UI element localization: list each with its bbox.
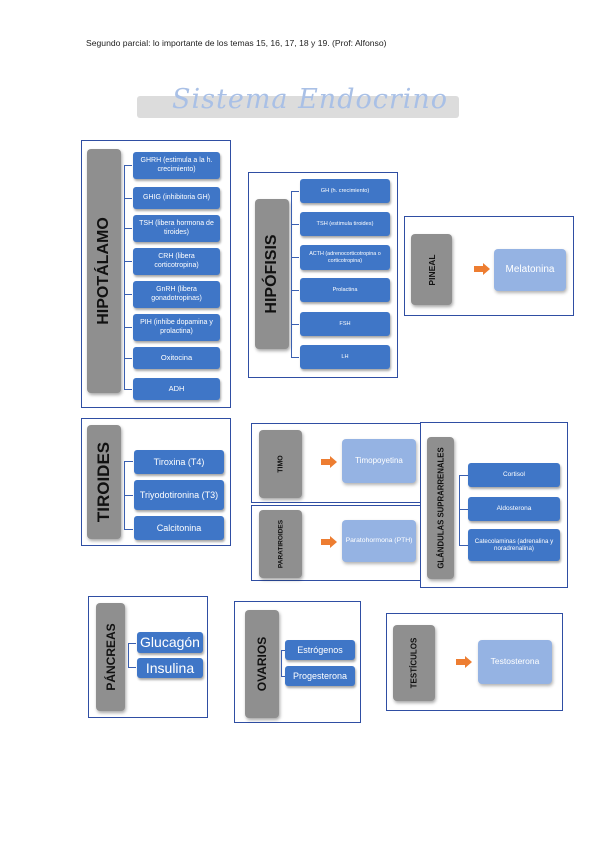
pancreas-label-box: PÁNCREAS: [96, 603, 125, 711]
connector-tick: [291, 290, 299, 292]
paratiroides-label-box: PARATIROIDES: [259, 510, 302, 578]
connector-tick: [459, 475, 468, 477]
testiculos-label-box: TESTÍCULOS: [393, 625, 435, 701]
hipofisis-label-box: HIPÓFISIS: [255, 199, 289, 349]
page-title: Sistema Endocrino: [172, 84, 449, 115]
connector-tick: [124, 261, 132, 263]
arrow-right-icon: [321, 456, 337, 468]
pancreas-section: PÁNCREAS Glucagón Insulina: [88, 596, 208, 718]
ovarios-connector: [281, 650, 283, 676]
connector-tick: [459, 509, 468, 511]
ovarios-item: Estrógenos: [285, 640, 355, 660]
page-header: Segundo parcial: lo importante de los te…: [86, 38, 387, 48]
paratiroides-label: PARATIROIDES: [277, 519, 284, 569]
ovarios-item: Progesterona: [285, 666, 355, 686]
arrow-right-icon: [456, 656, 472, 668]
connector-tick: [291, 257, 299, 259]
ovarios-label-box: OVARIOS: [245, 610, 279, 718]
pancreas-label: PÁNCREAS: [103, 623, 118, 691]
hipotalamo-item: CRH (libera corticotropina): [133, 248, 220, 275]
testiculos-label: TESTÍCULOS: [409, 637, 419, 689]
timo-label-box: TIMO: [259, 430, 302, 498]
hipofisis-item: ACTH (adrenocorticotropina o corticotrop…: [300, 245, 390, 270]
tiroides-label: TIROIDES: [94, 441, 113, 523]
hipofisis-section: HIPÓFISIS GH (h. crecimiento) TSH (estim…: [248, 172, 398, 378]
hipotalamo-item: GnRH (libera gonadotropinas): [133, 281, 220, 308]
connector-tick: [124, 165, 132, 167]
connector-tick: [124, 294, 132, 296]
connector-tick: [281, 650, 285, 652]
ovarios-section: OVARIOS Estrógenos Progesterona: [234, 601, 361, 723]
pineal-section: PINEAL Melatonina: [404, 216, 574, 316]
paratiroides-section: PARATIROIDES Paratohormona (PTH): [251, 505, 422, 581]
hipotalamo-item: GHIG (inhibitoria GH): [133, 187, 220, 209]
pineal-label-box: PINEAL: [411, 234, 452, 305]
suprarrenales-label: GLÁNDULAS SUPRARRENALES: [436, 447, 445, 569]
suprarrenales-label-box: GLÁNDULAS SUPRARRENALES: [427, 437, 454, 579]
hipotalamo-item: ADH: [133, 378, 220, 400]
hipotalamo-item: PIH (inhibe dopamina y prolactina): [133, 314, 220, 341]
connector-tick: [124, 327, 132, 329]
title-banner: [137, 96, 459, 118]
suprarrenales-item: Aldosterona: [468, 497, 560, 521]
hipofisis-item: TSH (estimula tiroides): [300, 212, 390, 236]
pancreas-item: Insulina: [137, 658, 203, 678]
tiroides-item: Triyodotironina (T3): [134, 480, 224, 510]
hipotalamo-section: HIPOTÁLAMO GHRH (estimula a la h. crecim…: [81, 140, 231, 408]
connector-tick: [124, 228, 132, 230]
suprarrenales-item: Cortisol: [468, 463, 560, 487]
pancreas-item: Glucagón: [137, 632, 203, 653]
connector-tick: [291, 357, 299, 359]
connector-tick: [124, 358, 132, 360]
hipotalamo-label: HIPOTÁLAMO: [95, 217, 112, 325]
paratiroides-item: Paratohormona (PTH): [342, 520, 416, 562]
pancreas-connector: [128, 643, 130, 667]
arrow-right-icon: [321, 536, 337, 548]
connector-tick: [459, 545, 468, 547]
arrow-right-icon: [474, 263, 490, 275]
connector-tick: [291, 324, 299, 326]
pineal-label: PINEAL: [426, 253, 437, 286]
suprarrenales-section: GLÁNDULAS SUPRARRENALES Cortisol Aldoste…: [420, 422, 568, 588]
connector-tick: [291, 224, 299, 226]
connector-tick: [128, 643, 136, 645]
timo-item: Timopoyetina: [342, 439, 416, 483]
tiroides-item: Calcitonina: [134, 516, 224, 540]
hipotalamo-label-box: HIPOTÁLAMO: [87, 149, 121, 393]
timo-label: TIMO: [277, 455, 284, 473]
hipofisis-label: HIPÓFISIS: [263, 234, 280, 314]
connector-tick: [124, 529, 133, 531]
connector-tick: [281, 676, 285, 678]
connector-tick: [291, 191, 299, 193]
hipotalamo-connector: [124, 165, 126, 389]
connector-tick: [124, 389, 132, 391]
testiculos-item: Testosterona: [478, 640, 552, 684]
timo-section: TIMO Timopoyetina: [251, 423, 422, 503]
hipofisis-item: LH: [300, 345, 390, 369]
hipofisis-item: FSH: [300, 312, 390, 336]
tiroides-label-box: TIROIDES: [87, 425, 121, 539]
tiroides-item: Tiroxina (T4): [134, 450, 224, 474]
hipofisis-connector: [291, 191, 293, 357]
suprarrenales-item: Catecolaminas (adrenalina y noradrenalin…: [468, 529, 560, 561]
hipotalamo-item: GHRH (estimula a la h. crecimiento): [133, 152, 220, 179]
hipotalamo-item: TSH (libera hormona de tiroides): [133, 215, 220, 242]
pineal-item: Melatonina: [494, 249, 566, 291]
connector-tick: [128, 667, 136, 669]
testiculos-section: TESTÍCULOS Testosterona: [386, 613, 563, 711]
ovarios-label: OVARIOS: [255, 636, 269, 692]
hipofisis-item: GH (h. crecimiento): [300, 179, 390, 203]
connector-tick: [124, 495, 133, 497]
connector-tick: [124, 198, 132, 200]
hipofisis-item: Prolactina: [300, 278, 390, 302]
hipotalamo-item: Oxitocina: [133, 347, 220, 369]
tiroides-section: TIROIDES Tiroxina (T4) Triyodotironina (…: [81, 418, 231, 546]
connector-tick: [124, 461, 133, 463]
